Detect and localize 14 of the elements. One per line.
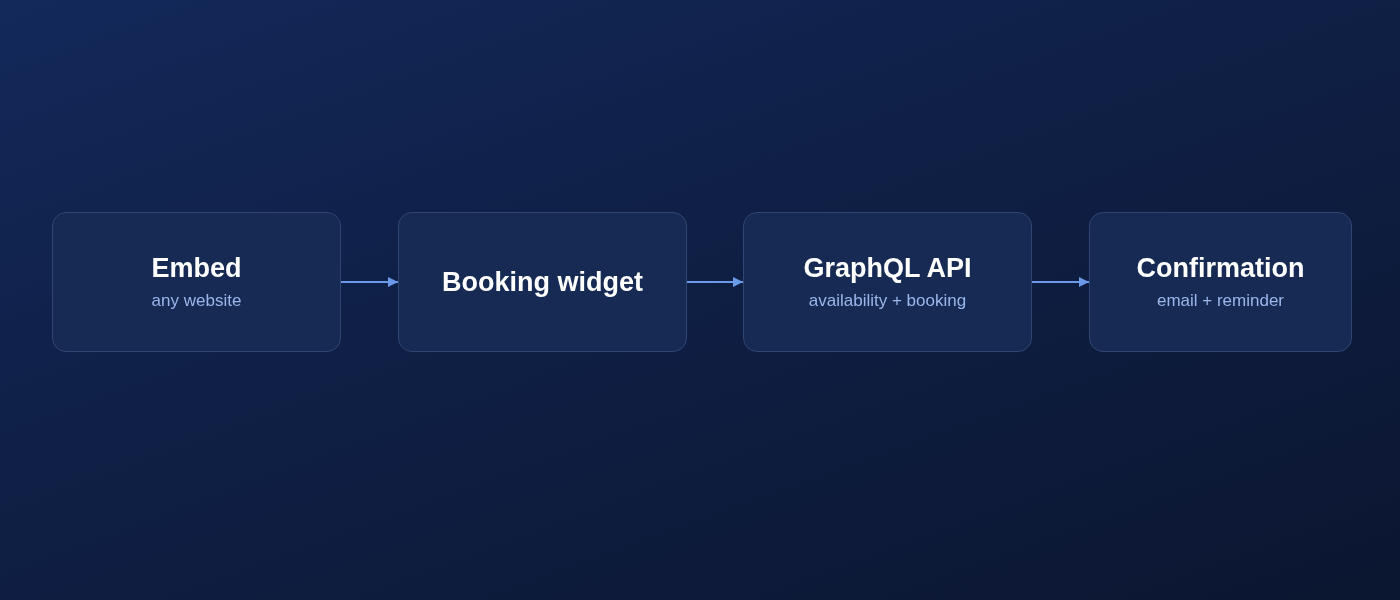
box-subtitle: availability + booking [808, 290, 967, 312]
box-title: Booking widget [442, 266, 643, 298]
arrow [340, 277, 399, 287]
box-title: Embed [151, 252, 242, 284]
process-box [743, 212, 1032, 352]
arrow [686, 277, 744, 287]
process-box [398, 212, 687, 352]
box-title: Confirmation [1136, 252, 1305, 284]
process-box [1089, 212, 1352, 352]
arrow [1031, 277, 1090, 287]
box-title: GraphQL API [803, 252, 972, 284]
box-subtitle: email + reminder [1156, 290, 1285, 312]
process-box [52, 212, 341, 352]
box-subtitle: any website [151, 290, 242, 312]
